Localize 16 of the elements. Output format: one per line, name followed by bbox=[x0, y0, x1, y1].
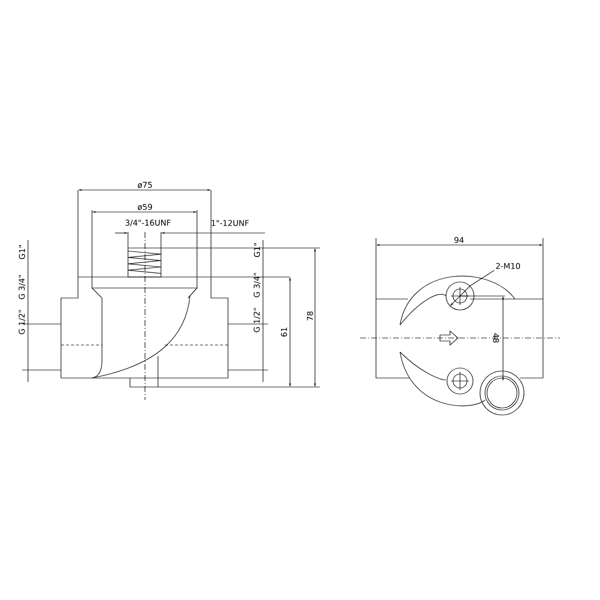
dimension-label: 61 bbox=[280, 328, 288, 337]
dimension-label: ø59 bbox=[138, 204, 152, 210]
dimension-label: 94 bbox=[454, 236, 464, 244]
bolt-hole bbox=[446, 282, 474, 310]
dimension-label: G 1/2" bbox=[254, 308, 260, 332]
dimension-label: G 3/4" bbox=[18, 275, 26, 300]
dimension-label: G 3/4" bbox=[254, 273, 260, 298]
dimension-label: 48 bbox=[492, 333, 500, 343]
dimension-label: 2-M10 bbox=[496, 262, 520, 270]
dimension-label: G1" bbox=[254, 243, 260, 258]
dimension-label: 1"-12UNF bbox=[212, 220, 249, 226]
dimension-label: ø75 bbox=[138, 182, 152, 188]
dimension-label: G 1/2" bbox=[18, 310, 26, 334]
dimension-label: 78 bbox=[306, 311, 314, 320]
dimension-label: 3/4"-16UNF bbox=[126, 220, 171, 226]
dimension-label: G1" bbox=[18, 245, 26, 260]
